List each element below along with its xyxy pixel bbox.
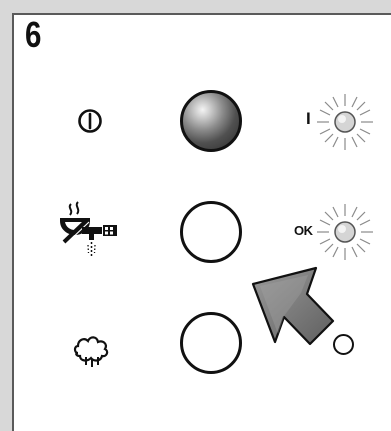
- power-indicator-label: I: [306, 109, 311, 128]
- steam-button[interactable]: [180, 312, 242, 374]
- steam-icon: [70, 325, 114, 369]
- ok-indicator-led: [315, 202, 375, 262]
- arrow-pointer-icon: [249, 264, 355, 356]
- power-indicator-led: [315, 92, 375, 152]
- power-icon: [74, 105, 106, 137]
- hot-water-button[interactable]: [180, 201, 242, 263]
- step-number: 6: [25, 14, 42, 55]
- hot-water-icon: [54, 196, 126, 268]
- ok-indicator-label: OK: [294, 223, 313, 238]
- power-button[interactable]: [180, 90, 242, 152]
- indicator-small-circle: [333, 334, 354, 355]
